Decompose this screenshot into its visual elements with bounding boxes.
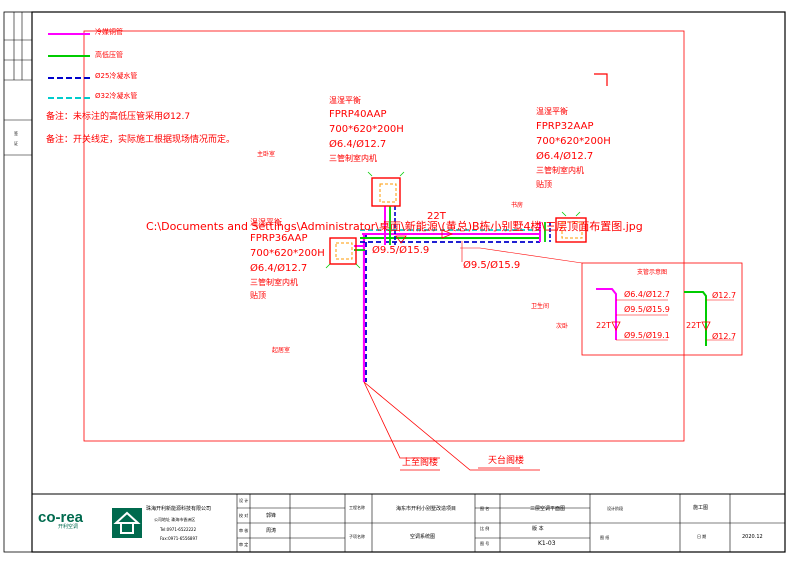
left-strip [3, 11, 33, 553]
tb-no: K1-03 [538, 540, 556, 547]
legend-label-hilo: 高低压管 [95, 51, 123, 59]
tb-project: 海东市开利小别墅改造项目 [396, 506, 457, 512]
tb-no-label: 图 号 [480, 541, 490, 546]
room-bottom: 起居室 [272, 347, 291, 354]
tb-drawing-label: 图 名 [480, 506, 490, 511]
sheet-border [31, 11, 786, 553]
tb-drawing: 三层空调平面图 [530, 506, 566, 512]
unit-a-name: 温湿平衡 [329, 96, 361, 105]
legend-note-1: 备注：未标注的高低压管采用Ø12.7 [46, 112, 191, 122]
unit-a-box [371, 177, 401, 207]
tb-date: 2020.12 [742, 534, 763, 540]
tb-row-approver: 审 定 [239, 542, 249, 547]
tb-project-label: 工程名称 [349, 505, 365, 510]
unit-a-type: 三管制室内机 [329, 154, 377, 163]
detail-left-1: Ø6.4/Ø12.7 [624, 290, 670, 299]
detail-box [581, 262, 743, 356]
unit-c-type: 三管制室内机 [250, 278, 298, 287]
detail-right-1: Ø12.7 [712, 291, 737, 300]
house-icon [112, 508, 142, 538]
room-top: 书房 [511, 202, 524, 209]
tb-sub: 空调系统图 [410, 534, 436, 540]
unit-c-mount: 贴顶 [250, 291, 266, 300]
unit-c-box [329, 237, 357, 265]
detail-left-2: Ø9.5/Ø15.9 [624, 305, 670, 314]
unit-b-model: FPRP32AAP [536, 121, 594, 132]
legend-label-drain25: Ø25冷凝水管 [95, 72, 138, 80]
tb-sheet-label: 图 纸 [600, 535, 610, 540]
overlay-path-text: C:\Documents and Settings\Administrator\… [146, 220, 643, 233]
legend-label-refrigerant: 冷媒铜管 [95, 28, 123, 36]
unit-c-pipe: Ø6.4/Ø12.7 [250, 263, 308, 274]
tb-row-reviewer: 审 核 [239, 528, 249, 533]
company-name: 珠海开利新能源科技有限公司 [146, 506, 212, 512]
room-right-2: 次卧 [556, 323, 569, 330]
room-right-1: 卫生间 [531, 303, 550, 310]
tb-row-checker: 校 对 [239, 513, 249, 518]
side-mark-2: 证 [14, 141, 18, 146]
detail-title: 支管示意图 [637, 269, 668, 276]
tb-sub-label: 子项名称 [349, 534, 365, 539]
unit-b-box [555, 217, 587, 243]
pipe-branch-label: Ø9.5/Ø15.9 [463, 260, 521, 271]
pipe-main-label: Ø9.5/Ø15.9 [372, 245, 430, 256]
company-addr: 公司地址 珠海市香洲区 [154, 517, 196, 522]
tb-date-label: 日 期 [697, 534, 707, 539]
unit-c-model: FPRP36AAP [250, 233, 308, 244]
legend-label-drain32: Ø32冷凝水管 [95, 92, 138, 100]
unit-b-name: 温湿平衡 [536, 107, 568, 116]
tb-stamp: 版 本 [532, 526, 544, 532]
tb-phase-label: 设计阶段 [607, 506, 623, 511]
tb-scale-label: 比 例 [480, 526, 490, 531]
detail-right-t: 22T [686, 321, 702, 330]
detail-right-2: Ø12.7 [712, 332, 737, 341]
unit-a-size: 700*620*200H [329, 124, 404, 135]
company-tel: Tel:0971-6522222 [160, 527, 197, 532]
unit-b-pipe: Ø6.4/Ø12.7 [536, 151, 594, 162]
detail-left-3: Ø9.5/Ø19.1 [624, 331, 670, 340]
unit-c-name: 温湿平衡 [250, 218, 282, 227]
unit-b-mount: 贴顶 [536, 180, 552, 189]
company-logo: co-rea 开利空调 [38, 510, 83, 530]
tb-checker: 周涛 [266, 528, 277, 534]
tb-row-designer: 设 计 [239, 498, 249, 503]
t22-label: 22T [427, 211, 446, 222]
floor-outline [83, 30, 685, 442]
logo-text: co-rea [38, 509, 84, 526]
company-fax: Fax:0971-6556897 [160, 536, 198, 541]
callout-down: 天台阁楼 [488, 456, 525, 466]
tb-designer: 郭锋 [266, 513, 277, 519]
tb-phase: 施工图 [693, 505, 709, 511]
unit-b-size: 700*620*200H [536, 136, 611, 147]
unit-a-model: FPRP40AAP [329, 109, 387, 120]
logo-sub: 开利空调 [58, 524, 79, 530]
detail-left-t: 22T [596, 321, 612, 330]
legend-note-2: 备注：开关线定，实际施工根据现场情况而定。 [46, 135, 236, 145]
side-mark-1: 签 [14, 131, 18, 136]
unit-b-type: 三管制室内机 [536, 166, 584, 175]
unit-c-size: 700*620*200H [250, 248, 325, 259]
room-left: 主卧室 [257, 151, 276, 158]
callout-up: 上至阁楼 [402, 458, 439, 468]
unit-a-pipe: Ø6.4/Ø12.7 [329, 139, 387, 150]
